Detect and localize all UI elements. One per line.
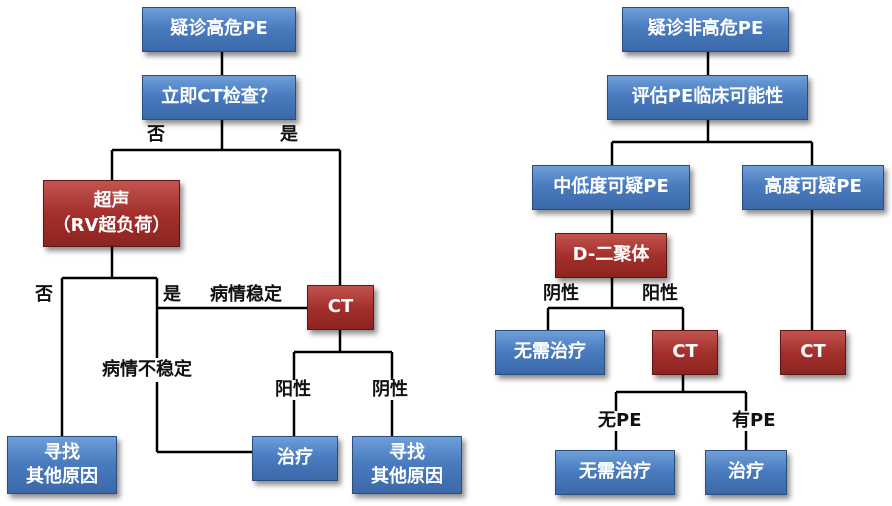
label-yes-ultrasound: 是	[163, 284, 181, 305]
node-treat-right: 治疗	[705, 450, 787, 495]
node-suspect-high-pe: 疑诊高危PE	[142, 7, 296, 52]
label-yes-top: 是	[280, 124, 298, 145]
node-ct-high: CT	[780, 330, 846, 375]
label-positive-left: 阳性	[273, 379, 313, 400]
node-treat-left: 治疗	[252, 436, 338, 481]
label-no-pe: 无PE	[596, 410, 644, 431]
node-d-dimer: D-二聚体	[555, 233, 667, 278]
node-find-other-cause-1: 寻找 其他原因	[7, 436, 117, 494]
label-unstable: 病情不稳定	[100, 358, 194, 382]
node-ct-left: CT	[307, 285, 374, 330]
label-negative-left: 阴性	[370, 379, 410, 400]
node-no-treatment-1: 无需治疗	[495, 330, 605, 375]
node-suspect-nonhigh-pe: 疑诊非高危PE	[622, 7, 789, 52]
label-no-ultrasound: 否	[35, 284, 53, 305]
label-negative-right: 阴性	[543, 283, 579, 304]
node-find-other-cause-2: 寻找 其他原因	[352, 436, 462, 494]
node-assess-probability: 评估PE临床可能性	[607, 75, 808, 120]
label-stable: 病情稳定	[208, 284, 284, 305]
label-positive-right: 阳性	[642, 283, 678, 304]
node-high-suspect: 高度可疑PE	[742, 165, 884, 210]
node-no-treatment-2: 无需治疗	[555, 450, 675, 495]
node-low-mid-suspect: 中低度可疑PE	[532, 165, 690, 210]
node-immediate-ct: 立即CT检查？	[142, 75, 296, 120]
label-no-top: 否	[147, 124, 165, 145]
node-ultrasound: 超声 （RV超负荷）	[43, 180, 180, 247]
node-ct-mid: CT	[652, 330, 718, 375]
label-has-pe: 有PE	[730, 410, 778, 431]
